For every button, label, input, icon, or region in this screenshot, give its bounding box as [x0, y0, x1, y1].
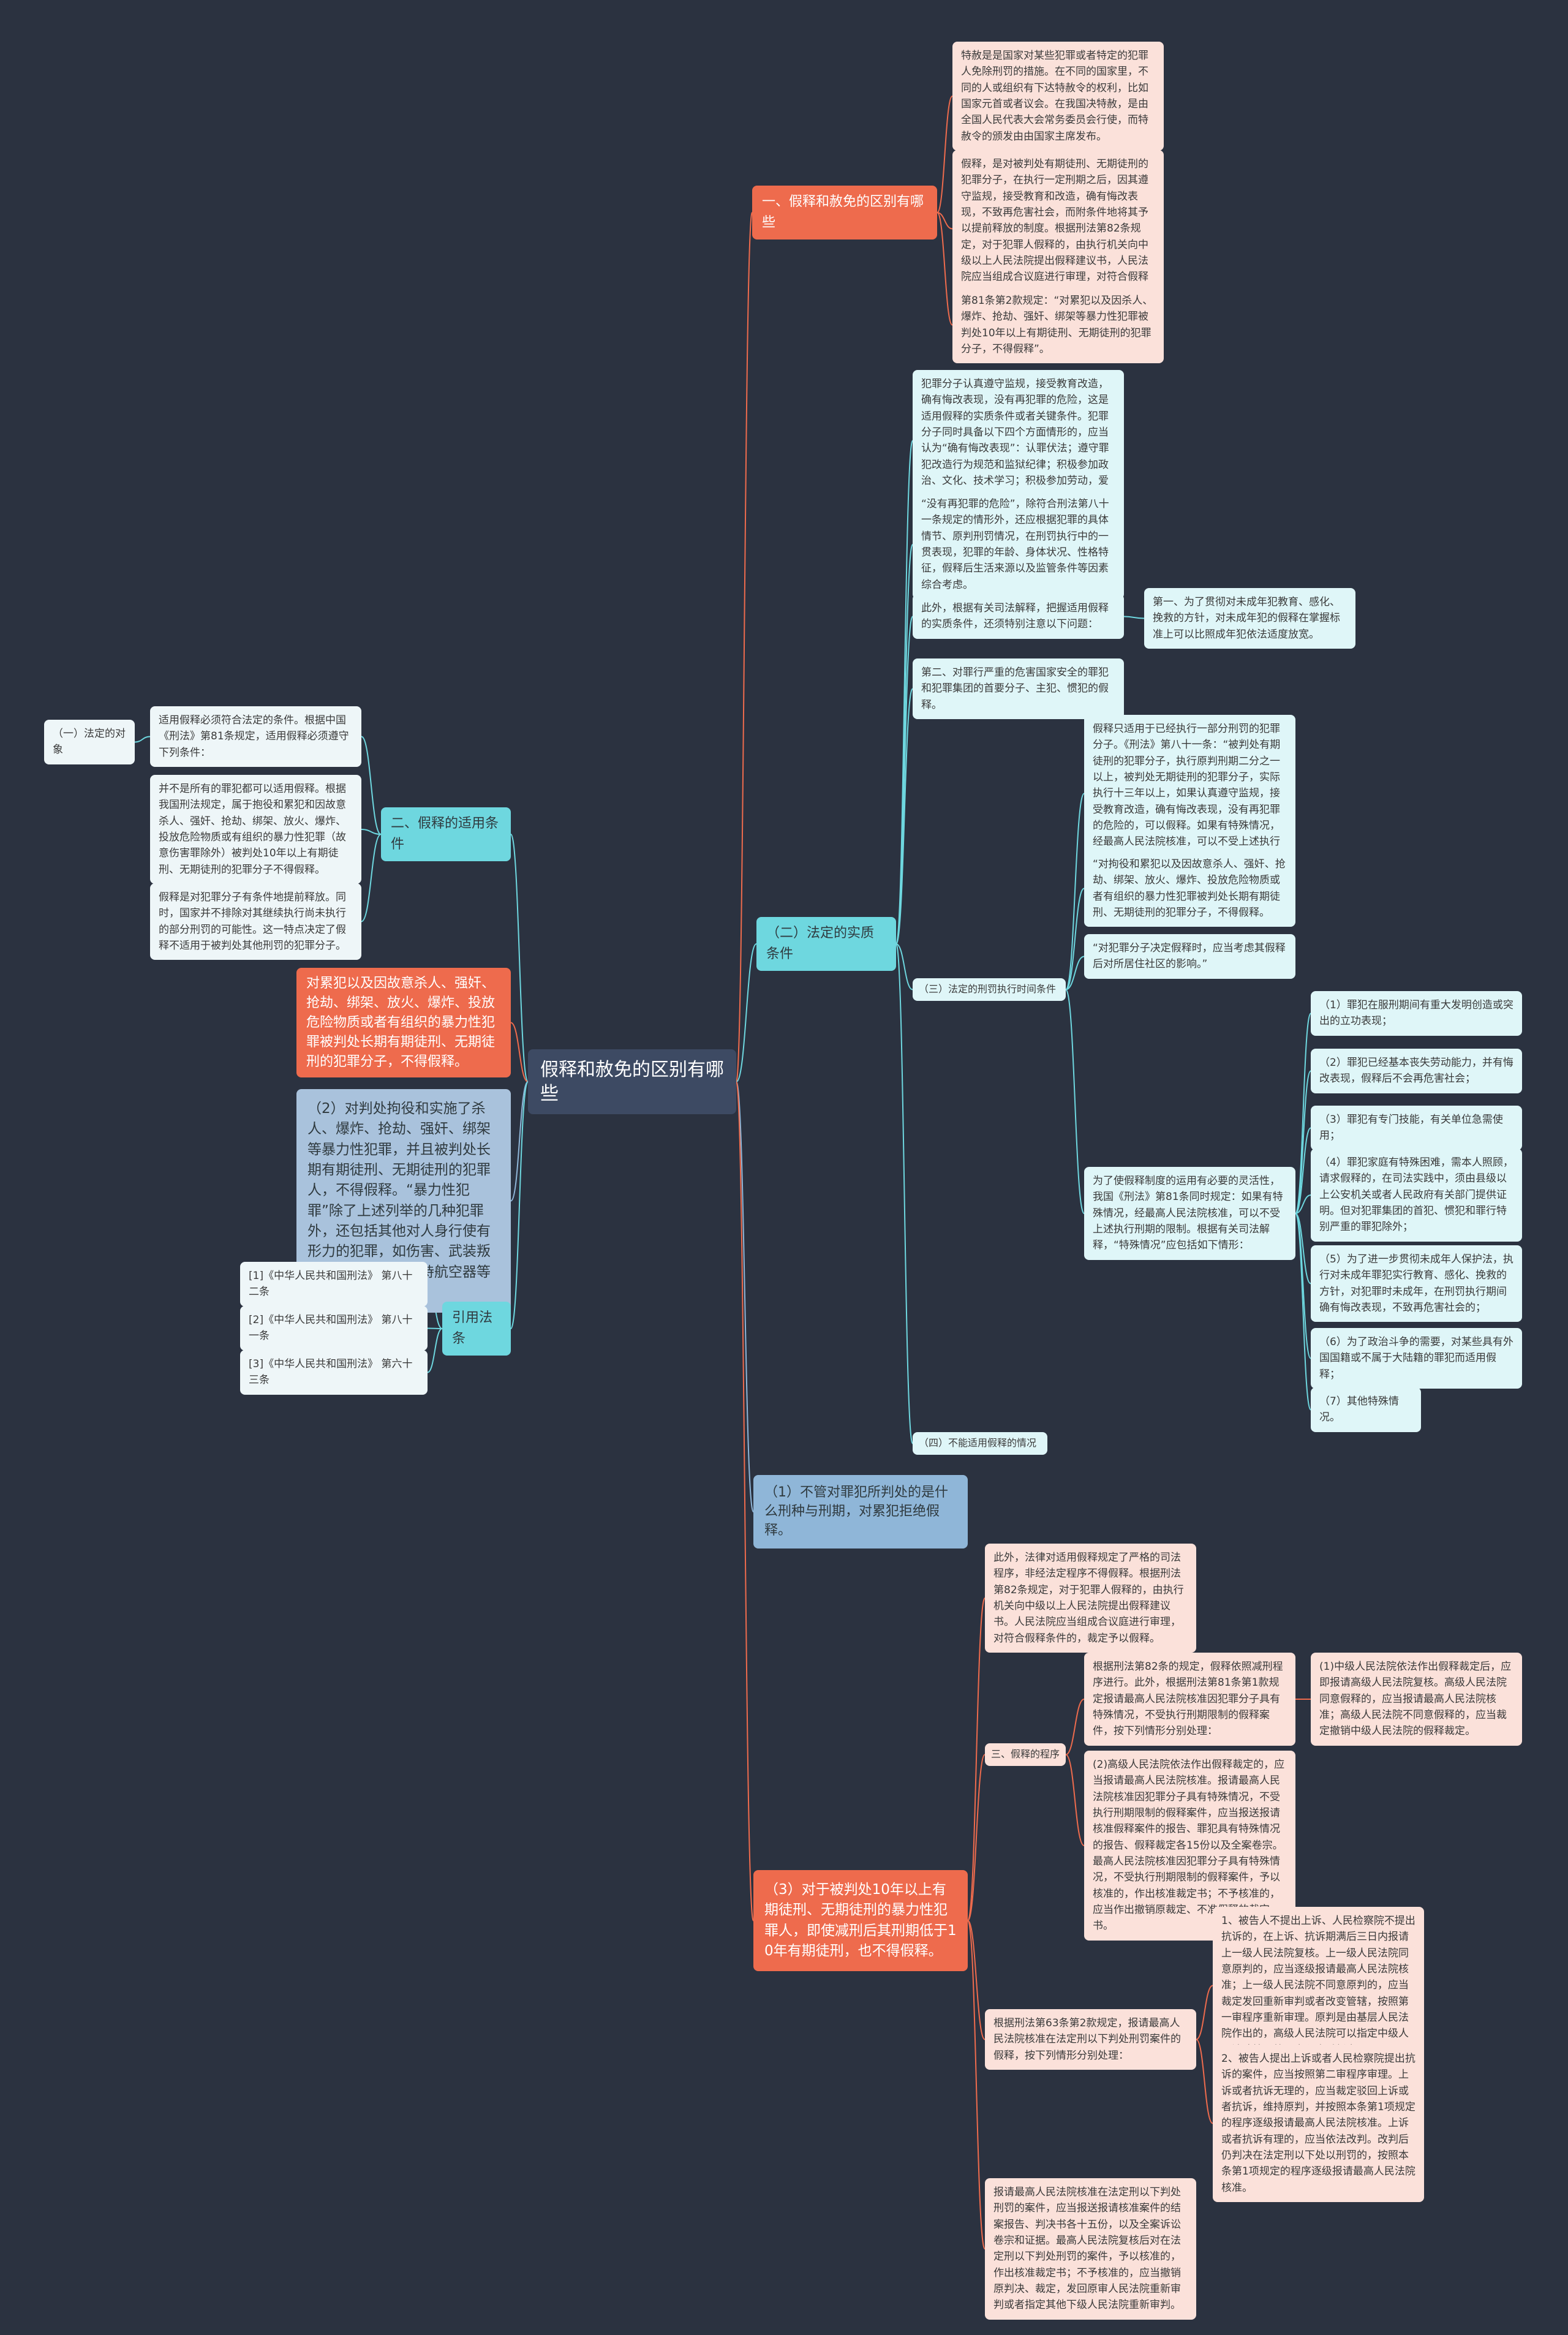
connector-line [895, 544, 913, 945]
connector-line [1065, 793, 1085, 990]
special-case-item[interactable]: （2）罪犯已经基本丧失劳动能力，并有悔改表现，假释后不会再危害社会； [1311, 1049, 1522, 1093]
connector-line [1123, 616, 1145, 619]
connector-line [1295, 1213, 1311, 1359]
topic-served-portion[interactable]: 假释只适用于已经执行一部分刑罚的犯罪分子。《刑法》第八十一条：“被判处有期徒刑的… [1084, 715, 1295, 873]
connector-line [1196, 1985, 1213, 2040]
connector-line [967, 1920, 986, 2040]
topic-exclusion-violent[interactable]: “对拘役和累犯以及因故意杀人、强奸、抢劫、绑架、放火、爆炸、投放危险物质或者有组… [1084, 850, 1295, 927]
branch-references[interactable]: 引用法条 [442, 1302, 511, 1356]
connector-line [937, 212, 953, 326]
branch-ten-years[interactable]: （3）对于被判处10年以上有期徒刑、无期徒刑的暴力性犯罪人，即使减刑后其刑期低于… [753, 1870, 968, 1972]
connector-line [510, 834, 529, 1082]
connector-line [1065, 989, 1085, 1214]
connector-line [736, 943, 757, 1082]
connector-line [427, 1328, 443, 1373]
connector-line [1295, 1194, 1311, 1214]
connector-line [967, 1920, 986, 2250]
topic-article63[interactable]: 根据刑法第63条第2款规定，报请最高人民法院核准在法定刑以下判处刑罚案件的假释，… [985, 2009, 1196, 2070]
topic-conditional-release[interactable]: 假释是对犯罪分子有条件地提前释放。同时，国家并不排除对其继续执行尚未执行的部分刑… [150, 883, 361, 960]
connector-line [510, 1022, 529, 1082]
branch-recidivist[interactable]: （1）不管对罪犯所判处的是什么刑种与刑期，对累犯拒绝假释。 [753, 1475, 968, 1549]
topic-community-impact[interactable]: “对犯罪分子决定假释时，应当考虑其假释后对所居住社区的影响。” [1084, 934, 1295, 979]
connector-line [895, 943, 913, 990]
reference-item[interactable]: [3]《中华人民共和国刑法》 第六十三条 [240, 1350, 428, 1395]
connector-line [1065, 888, 1085, 990]
connector-line [1065, 1699, 1085, 1756]
connector-line [361, 736, 382, 835]
topic-parole-definition[interactable]: 假释，是对被判处有期徒刑、无期徒刑的犯罪分子，在执行一定刑期之后，因其遵守监规，… [952, 150, 1164, 308]
branch-conditions[interactable]: 二、假释的适用条件 [381, 807, 511, 862]
topic-not-all-eligible[interactable]: 并不是所有的罪犯都可以适用假释。根据我国刑法规定，属于抱役和累犯和因故意杀人、强… [150, 775, 361, 885]
connector-line [967, 1754, 986, 1922]
connector-line [1196, 2039, 1213, 2124]
branch-substantive-conditions[interactable]: （二）法定的实质条件 [756, 917, 896, 971]
connector-line [361, 834, 382, 922]
subtopic-parole-procedure[interactable]: 三、假释的程序 [985, 1743, 1066, 1766]
connector-line [895, 688, 913, 945]
topic-high-court-procedure[interactable]: (2)高级人民法院依法作出假释裁定的，应当报请最高人民法院核准。报请最高人民法院… [1084, 1751, 1295, 1941]
special-case-item[interactable]: （7）其他特殊情况。 [1311, 1387, 1421, 1432]
connector-line [361, 829, 382, 835]
subtopic-not-applicable[interactable]: （四）不能适用假释的情况 [913, 1432, 1047, 1455]
special-case-item[interactable]: （5）为了进一步贯彻未成年人保护法，执行对未成年罪犯实行教育、感化、挽救的方针，… [1311, 1245, 1522, 1322]
special-case-item[interactable]: （6）为了政治斗争的需要，对某些具有外国国籍或不属于大陆籍的罪犯而适用假释； [1311, 1328, 1522, 1389]
connector-line [510, 1081, 529, 1329]
topic-special-circumstances[interactable]: 为了使假释制度的运用有必要的灵活性，我国《刑法》第81条同时规定：如果有特殊情况… [1084, 1167, 1295, 1260]
note-intermediate-court[interactable]: (1)中级人民法院依法作出假释裁定后，应即报请高级人民法院复核。高级人民法院同意… [1311, 1653, 1522, 1746]
topic-legal-object[interactable]: （一）法定的对象 [44, 720, 135, 764]
root-topic[interactable]: 假释和赦免的区别有哪些 [528, 1049, 736, 1114]
connector-line [1295, 1213, 1311, 1284]
topic-good-behavior[interactable]: 犯罪分子认真遵守监规，接受教育改造，确有悔改表现，没有再犯罪的危险，这是适用假释… [913, 370, 1124, 511]
special-case-item[interactable]: （1）罪犯在服刑期间有重大发明创造或突出的立功表现； [1311, 991, 1522, 1036]
topic-strict-procedure[interactable]: 此外，法律对适用假释规定了严格的司法程序，非经法定程序不得假释。根据刑法第82条… [985, 1544, 1196, 1653]
topic-amnesty-definition[interactable]: 特赦是是国家对某些犯罪或者特定的犯罪人免除刑罚的措施。在不同的国家里，不同的人或… [952, 42, 1164, 151]
connector-line [1295, 1127, 1311, 1214]
connector-line [895, 943, 913, 1444]
topic-judicial-interpretation[interactable]: 此外，根据有关司法解释，把握适用假释的实质条件，还须特别注意以下问题： [913, 594, 1124, 639]
topic-no-appeal[interactable]: 1、被告人不提出上诉、人民检察院不提出抗诉的，在上诉、抗诉期满后三日内报请上一级… [1213, 1907, 1424, 2065]
connector-line [736, 1081, 754, 1512]
reference-item[interactable]: [2]《中华人民共和国刑法》 第八十一条 [240, 1306, 428, 1351]
reference-item[interactable]: [1]《中华人民共和国刑法》 第八十二条 [240, 1262, 428, 1307]
branch-difference[interactable]: 一、假释和赦免的区别有哪些 [752, 186, 937, 240]
special-case-item[interactable]: （3）罪犯有专门技能，有关单位急需使用； [1311, 1106, 1522, 1150]
topic-appeal[interactable]: 2、被告人提出上诉或者人民检察院提出抗诉的案件，应当按照第二审程序审理。上诉或者… [1213, 2045, 1424, 2203]
topic-serious-offenders[interactable]: 第二、对罪行严重的危害国家安全的罪犯和犯罪集团的首要分子、主犯、惯犯的假释。 [913, 658, 1124, 720]
note-juvenile-policy[interactable]: 第一、为了贯彻对未成年犯教育、感化、挽救的方针，对未成年犯的假释在掌握标准上可以… [1144, 588, 1355, 649]
connector-line [895, 440, 913, 945]
connector-line [1295, 1070, 1311, 1214]
topic-legal-requirements[interactable]: 适用假释必须符合法定的条件。根据中国《刑法》第81条规定，适用假释必须遵守下列条… [150, 706, 361, 768]
note-recidivist-exclusion[interactable]: 对累犯以及因故意杀人、强奸、抢劫、绑架、放火、爆炸、投放危险物质或者有组织的暴力… [296, 968, 511, 1078]
connector-line [967, 1598, 986, 1922]
connector-line [736, 212, 753, 1082]
connector-line [1295, 1213, 1311, 1411]
connector-line [134, 736, 151, 743]
topic-article81-clause2[interactable]: 第81条第2款规定：“对累犯以及因杀人、爆炸、抢劫、强奸、绑架等暴力性犯罪被判处… [952, 287, 1164, 364]
connector-line [736, 1081, 754, 1922]
special-case-item[interactable]: （4）罪犯家庭有特殊困难，需本人照顾，请求假释的，在司法实践中，须由县级以上公安… [1311, 1149, 1522, 1242]
subtopic-time-condition[interactable]: （三）法定的刑罚执行时间条件 [913, 978, 1066, 1001]
connector-line [1065, 1754, 1085, 1846]
topic-no-reoffend-risk[interactable]: “没有再犯罪的危险”，除符合刑法第八十一条规定的情形外，还应根据犯罪的具体情节、… [913, 490, 1124, 600]
connector-line [510, 1081, 529, 1202]
connector-line [937, 96, 953, 213]
connector-line [937, 212, 953, 230]
connector-line [1065, 956, 1085, 990]
topic-supreme-court-review[interactable]: 报请最高人民法院核准在法定刑以下判处刑罚的案件，应当报送报请核准案件的结案报告、… [985, 2178, 1196, 2320]
connector-line [1295, 1013, 1311, 1214]
topic-procedure-article82[interactable]: 根据刑法第82条的规定，假释依照减刑程序进行。此外，根据刑法第81条第1款规定报… [1084, 1653, 1295, 1746]
